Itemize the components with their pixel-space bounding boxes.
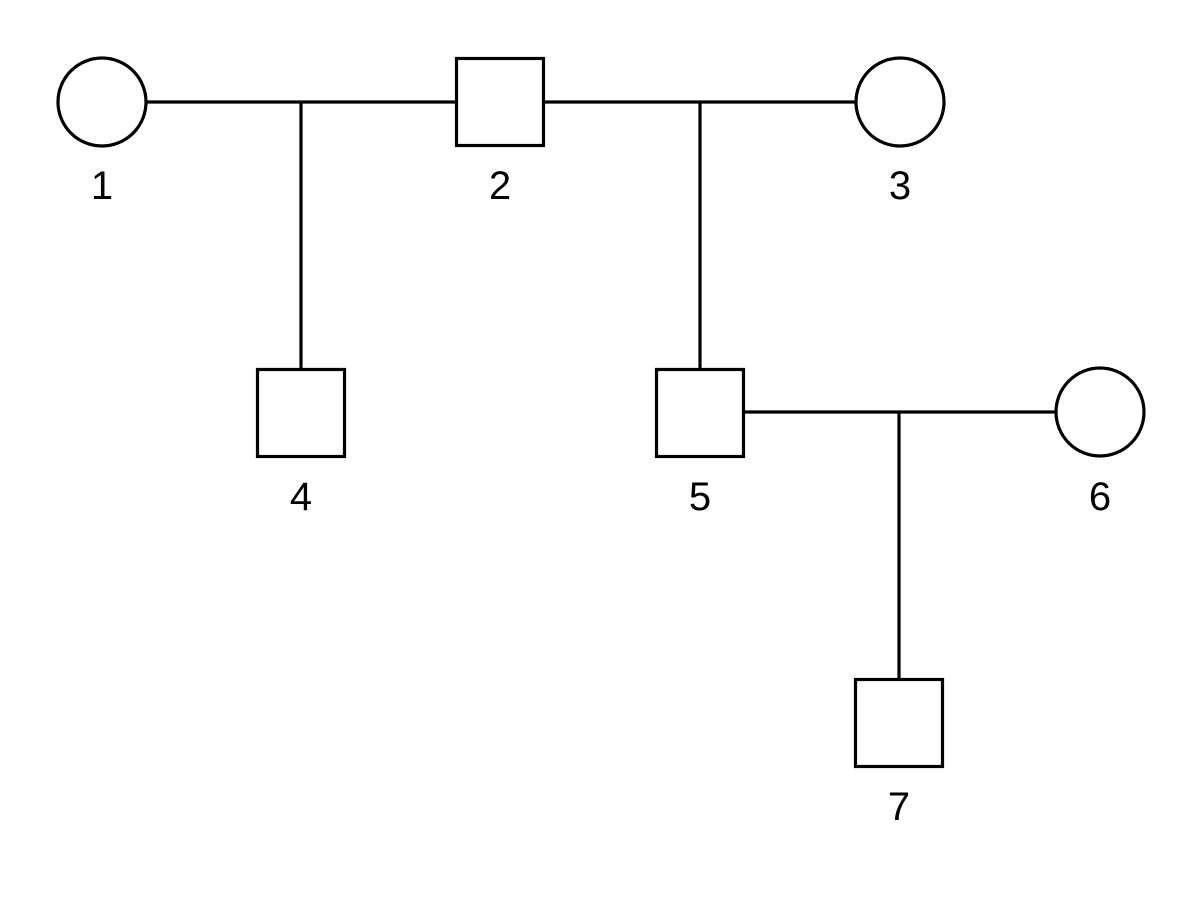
node-label-1: 1 xyxy=(90,164,114,208)
node-label-4: 4 xyxy=(289,475,313,519)
node-label-7: 7 xyxy=(887,785,911,829)
mating-lines xyxy=(146,100,1057,414)
node-6-female-circle[interactable] xyxy=(1054,366,1146,458)
node-label-3: 3 xyxy=(888,164,912,208)
node-3-female-circle[interactable] xyxy=(854,56,946,148)
descent-lines xyxy=(299,102,901,681)
node-2-male-square[interactable] xyxy=(454,56,546,148)
node-label-5: 5 xyxy=(688,475,712,519)
node-label-6: 6 xyxy=(1088,475,1112,519)
node-4-male-square[interactable] xyxy=(255,367,347,459)
node-5-male-square[interactable] xyxy=(654,367,746,459)
node-7-male-square[interactable] xyxy=(853,677,945,769)
node-1-female-circle[interactable] xyxy=(56,56,148,148)
node-label-2: 2 xyxy=(488,164,512,208)
